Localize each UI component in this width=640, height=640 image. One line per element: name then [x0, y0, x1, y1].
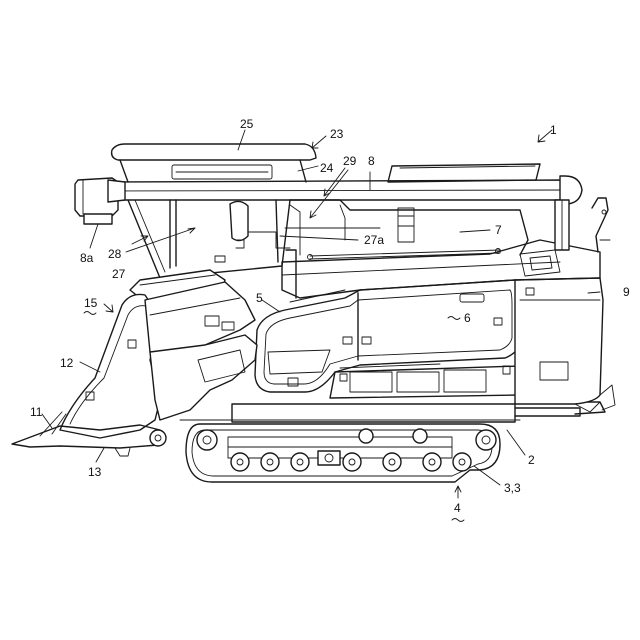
label-4: 4 — [454, 501, 461, 515]
track-rollers — [197, 429, 496, 471]
crawler-track — [180, 420, 520, 482]
label-8: 8 — [368, 154, 375, 168]
label-15: 15 — [84, 296, 98, 310]
label-8a: 8a — [80, 251, 94, 265]
label-7: 7 — [495, 223, 502, 237]
label-9: 9 — [623, 285, 630, 299]
label-11: 11 — [30, 405, 43, 419]
label-28: 28 — [108, 247, 122, 261]
lower-panels — [330, 364, 520, 398]
auger-head — [75, 178, 125, 224]
label-2: 2 — [528, 453, 535, 467]
label-1: 1 — [550, 123, 557, 137]
label-25: 25 — [240, 117, 254, 131]
label-29: 29 — [343, 154, 357, 168]
label-27: 27 — [112, 267, 126, 281]
label-5: 5 — [256, 291, 263, 305]
label-24: 24 — [320, 161, 334, 175]
label-6: 6 — [464, 311, 471, 325]
rear-housing — [515, 278, 615, 412]
reaper-header — [12, 270, 257, 456]
label-3-3: 3,3 — [504, 481, 521, 495]
cabin — [112, 144, 316, 278]
label-13: 13 — [88, 465, 102, 479]
label-23: 23 — [330, 127, 344, 141]
side-cover — [255, 280, 520, 392]
label-12: 12 — [60, 356, 74, 370]
body-frame — [232, 402, 605, 422]
label-27a: 27a — [364, 233, 384, 247]
